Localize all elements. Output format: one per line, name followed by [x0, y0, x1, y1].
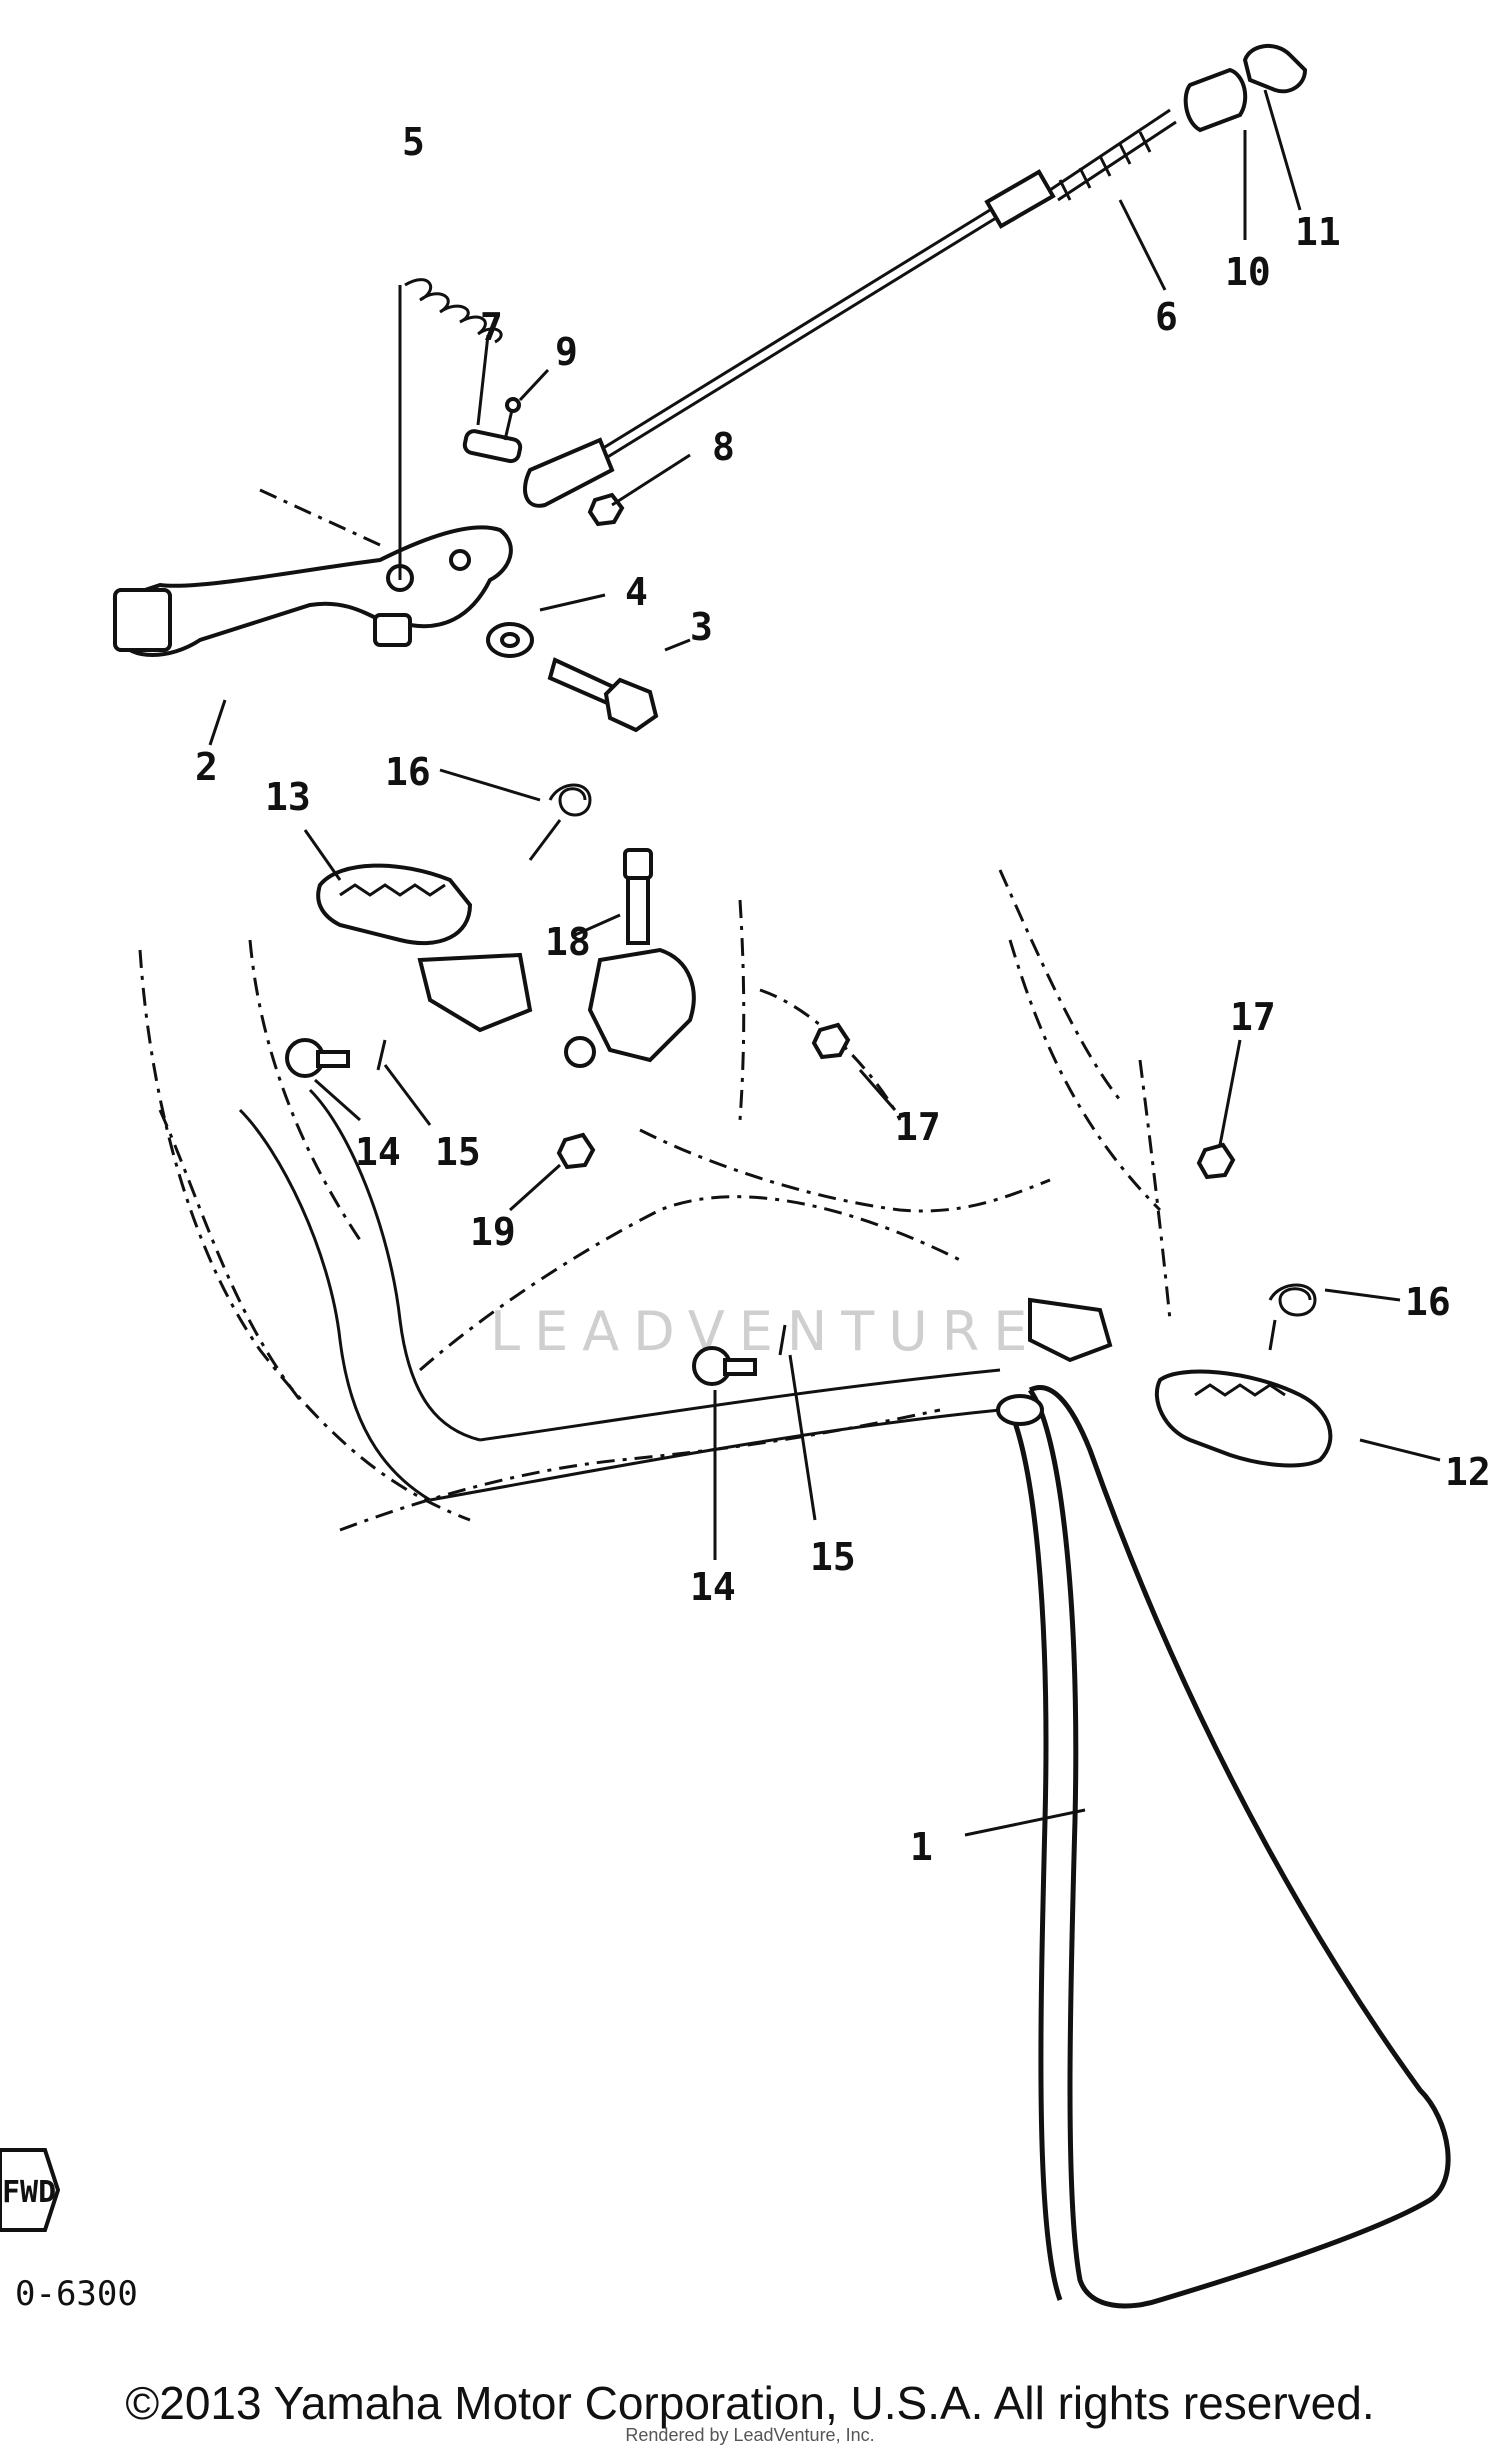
callout-8: 8 [712, 425, 735, 469]
callout-4: 4 [625, 570, 648, 614]
pin-part-14-right [692, 1346, 757, 1386]
callout-10: 10 [1225, 250, 1271, 294]
callout-16-left: 16 [385, 750, 431, 794]
footrest-part-13 [316, 863, 533, 1033]
brake-rod-part-6 [599, 108, 1177, 460]
nut-part-19 [556, 1132, 596, 1170]
callout-3: 3 [690, 605, 713, 649]
footrest-bracket [564, 947, 696, 1068]
callout-2: 2 [195, 745, 218, 789]
callout-17-left: 17 [895, 1105, 941, 1149]
callout-6: 6 [1155, 295, 1178, 339]
brake-pedal-part-2 [112, 488, 513, 657]
nut-part-17-right [1196, 1142, 1236, 1180]
pin-part-14-left [285, 1038, 350, 1078]
clevis [523, 437, 615, 508]
callout-11: 11 [1295, 210, 1341, 254]
callout-labels: 1 2 3 4 5 6 7 8 9 10 11 12 13 14 15 16 1… [195, 120, 1491, 1869]
callout-13: 13 [265, 775, 311, 819]
fwd-arrow-icon: FWD [0, 2148, 61, 2232]
callout-17-right: 17 [1230, 995, 1276, 1039]
bolt-part-18 [623, 848, 653, 945]
callout-19: 19 [470, 1210, 516, 1254]
callout-1: 1 [910, 1825, 933, 1869]
rendered-by-notice: Rendered by LeadVenture, Inc. [625, 2425, 875, 2445]
footrest-part-12 [1028, 1297, 1333, 1468]
callout-15-left: 15 [435, 1130, 481, 1174]
nut-part-8 [587, 492, 625, 527]
joint-part-10 [1183, 67, 1248, 133]
exhaust-pipe [238, 1088, 1001, 1502]
callout-14-right: 14 [690, 1565, 736, 1609]
washer-part-4 [486, 622, 534, 658]
callout-16-right: 16 [1405, 1280, 1451, 1324]
spring-part-16-left [528, 783, 592, 861]
leader-lines [208, 89, 1441, 1837]
spring-part-5 [398, 278, 503, 580]
fwd-label: FWD [2, 2175, 56, 2210]
callout-15-right: 15 [810, 1535, 856, 1579]
kickstand-part-1 [996, 1385, 1451, 2309]
bolt-part-3 [547, 657, 659, 733]
nut-part-17-left [811, 1022, 851, 1060]
callout-7: 7 [480, 305, 503, 349]
clevis-pin-part-7 [462, 429, 523, 464]
callout-5: 5 [402, 120, 425, 164]
callout-12: 12 [1445, 1450, 1491, 1494]
spring-part-16-right [1268, 1283, 1317, 1351]
cotter-pin-part-9 [503, 397, 521, 441]
clip-part-15-left [376, 1039, 387, 1071]
callout-9: 9 [555, 330, 578, 374]
adjust-nut-part-11 [1242, 44, 1308, 94]
callout-18: 18 [545, 920, 591, 964]
clip-part-15-right [778, 1324, 787, 1356]
callout-14-left: 14 [355, 1130, 401, 1174]
drawing-code: 0-6300 [15, 2274, 138, 2314]
watermark-text: LEADVENTURE [490, 1300, 1041, 1363]
copyright-notice: ©2013 Yamaha Motor Corporation, U.S.A. A… [125, 2377, 1375, 2429]
